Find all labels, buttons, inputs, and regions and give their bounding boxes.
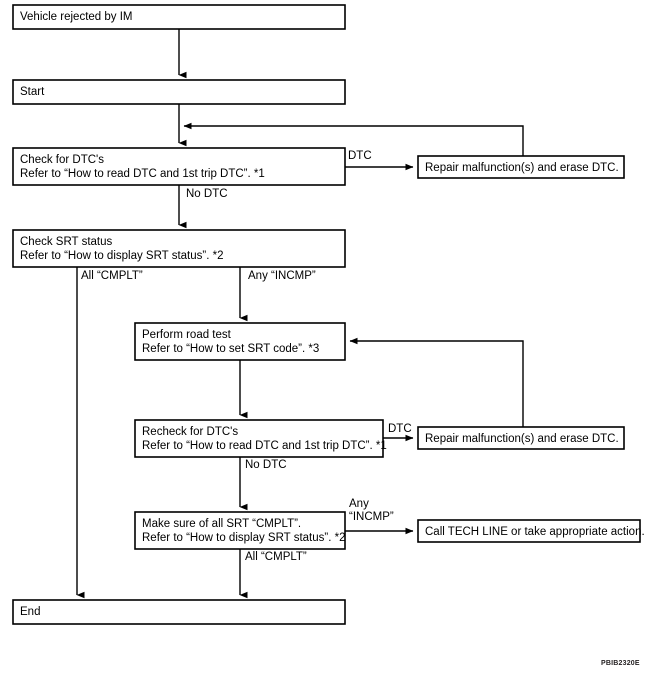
edge-label-all-cmplt-1: All “CMPLT” [81,270,143,283]
connector-repair-1-loop-back [183,122,524,156]
edge-label-all-cmplt-1-line: All “CMPLT” [81,270,143,282]
node-make-sure-all-srt-cmplt [134,511,346,550]
edge-label-no-dtc-2-line: No DTC [245,459,287,471]
node-repair-malfunctions-2 [417,426,625,450]
edge-label-any-incmp-1: Any “INCMP” [248,270,316,283]
edge-label-dtc-2: DTC [388,423,412,436]
node-end [12,599,346,625]
edge-label-no-dtc-1: No DTC [186,188,228,201]
box-layer [12,4,641,625]
node-check-srt-status [12,229,346,268]
edge-label-dtc-1: DTC [348,150,372,163]
node-check-for-dtcs [12,147,346,186]
node-vehicle-rejected [12,4,346,30]
edge-label-no-dtc-2: No DTC [245,459,287,472]
connector-layer [76,29,524,599]
edge-label-all-cmplt-2: All “CMPLT” [245,551,307,564]
connector-repair-2-loop-back [349,337,524,427]
edge-label-any-incmp-2-line: Any [349,498,369,510]
edge-label-all-cmplt-2-line: All “CMPLT” [245,551,307,563]
edge-label-any-incmp-1-line: Any “INCMP” [248,270,316,282]
edge-label-no-dtc-1-line: No DTC [186,188,228,200]
edge-label-dtc-1-line: DTC [348,150,372,162]
edge-label-dtc-2-line: DTC [388,423,412,435]
node-repair-malfunctions-1 [417,155,625,179]
edge-label-any-incmp-2-line: “INCMP” [349,511,394,523]
node-recheck-for-dtcs [134,419,384,458]
edge-label-any-incmp-2: Any“INCMP” [349,498,394,524]
node-call-tech-line [417,519,641,543]
node-perform-road-test [134,322,346,361]
figure-id-label: PBIB2320E [601,660,640,667]
node-start [12,79,346,105]
